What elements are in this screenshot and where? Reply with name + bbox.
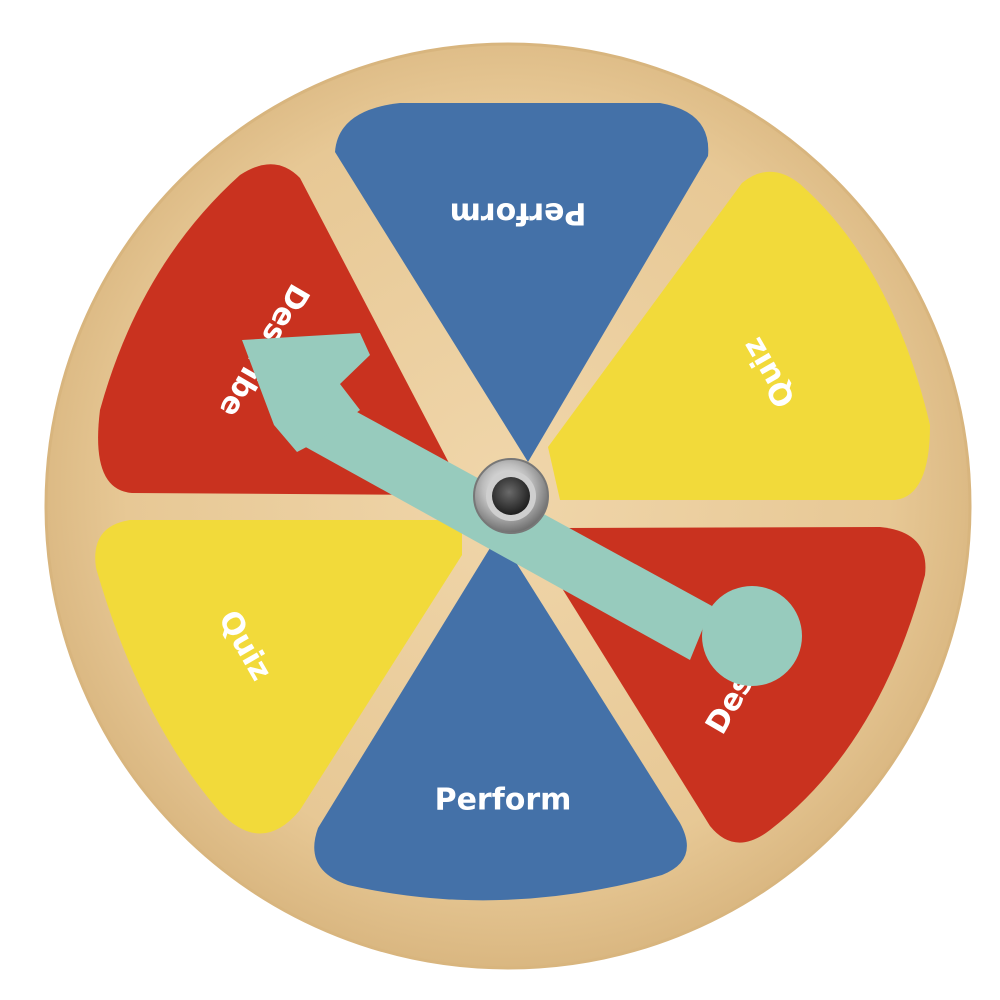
segment-left-quiz[interactable] bbox=[95, 520, 462, 834]
segment-bottom-perform[interactable] bbox=[314, 545, 687, 901]
spinner-arrow-head[interactable] bbox=[242, 333, 370, 452]
segment-label-bottom: Perform bbox=[435, 783, 572, 818]
segment-upper-left-describe[interactable] bbox=[98, 164, 451, 495]
spinner-pivot-rivet bbox=[473, 458, 549, 534]
wooden-board-rim bbox=[44, 42, 972, 970]
segment-right-quiz[interactable] bbox=[548, 171, 930, 500]
segment-top-perform[interactable] bbox=[335, 103, 709, 462]
segment-label-top: Perform bbox=[450, 196, 587, 231]
spinner-arrow-tail[interactable] bbox=[702, 586, 802, 686]
